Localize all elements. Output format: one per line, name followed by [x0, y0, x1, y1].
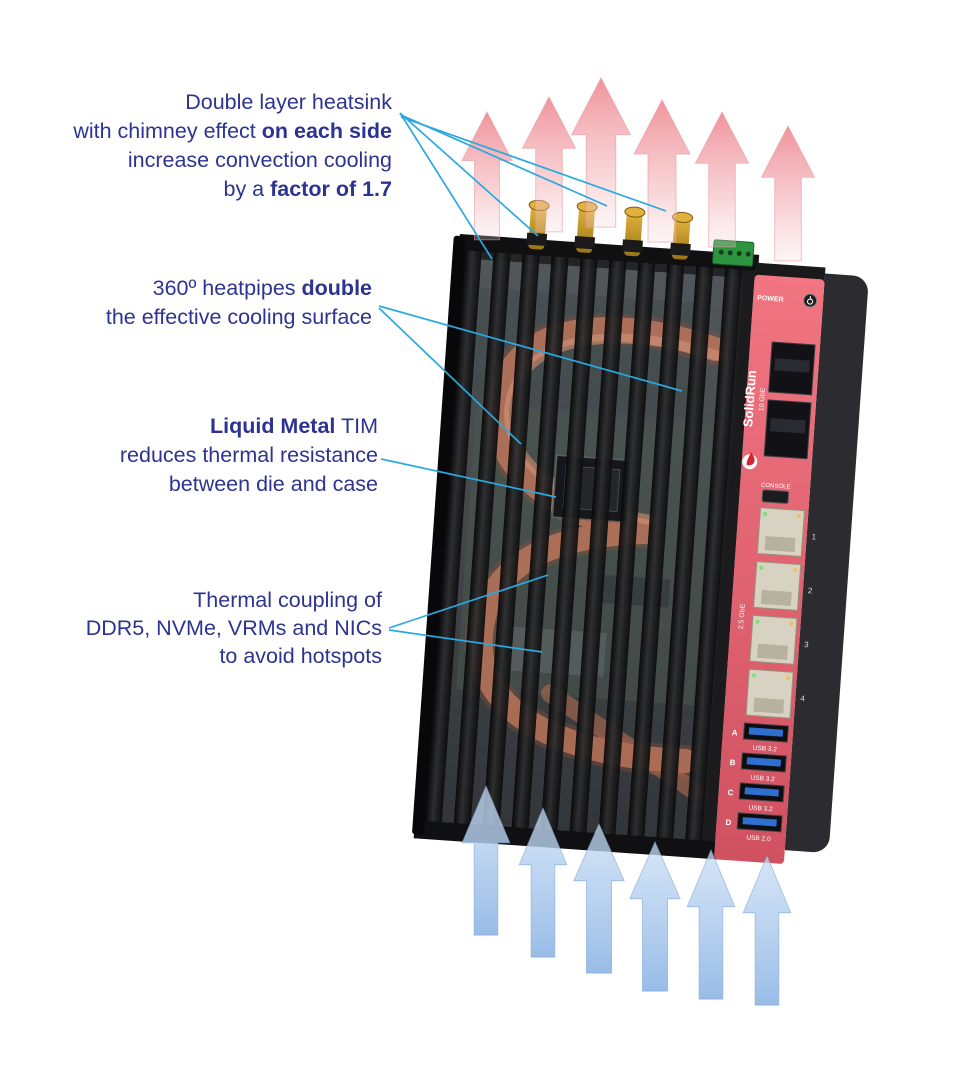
sfp-label: 10 GbE — [758, 387, 767, 411]
rj45-port — [749, 614, 798, 665]
annotation-line: to avoid hotspots — [86, 642, 382, 670]
hot-air-arrow-icon — [760, 125, 816, 262]
hot-air-arrow-icon — [521, 96, 577, 233]
annotation-text: by a — [223, 177, 271, 201]
annotation-text: Double layer heatsink — [185, 90, 392, 114]
annotation-text: increase convection cooling — [127, 148, 392, 172]
rj45-port — [753, 560, 802, 611]
rj45-port — [745, 668, 794, 719]
rj45-port — [756, 507, 806, 558]
port-number: 2 — [808, 586, 814, 595]
leader-line — [400, 114, 608, 207]
port-number: 3 — [804, 640, 810, 649]
usb-port-letter: B — [729, 758, 736, 767]
annotation-text: DDR5, NVMe, VRMs and NICs — [85, 616, 382, 640]
usb-port-label: USB 3.2 — [748, 804, 773, 813]
leader-line — [399, 112, 493, 260]
annotation-heatpipes: 360º heatpipes double the effective cool… — [106, 274, 372, 332]
usb-port-label: USB 3.2 — [750, 775, 775, 784]
annotation-text-bold: double — [301, 276, 372, 300]
usb-port-letter: A — [731, 728, 738, 737]
annotation-line: 360º heatpipes double — [106, 274, 372, 303]
annotation-line: increase convection cooling — [73, 146, 392, 175]
annotation-line: Thermal coupling of — [86, 586, 382, 614]
leader-line — [388, 629, 543, 653]
left-rim — [412, 235, 466, 835]
annotation-liquid-metal: Liquid Metal TIM reduces thermal resista… — [120, 412, 378, 499]
annotation-thermal-coupling: Thermal coupling of DDR5, NVMe, VRMs and… — [86, 586, 382, 670]
leader-line — [380, 458, 557, 498]
usb-port-letter: D — [725, 818, 732, 827]
io-panel: POWER SolidRun 10 GbE — [714, 262, 826, 864]
annotation-text: Thermal coupling of — [193, 588, 382, 612]
annotation-line: Liquid Metal TIM — [120, 412, 378, 441]
usb-port — [740, 752, 787, 773]
leader-line — [400, 116, 667, 212]
leader-lines — [378, 112, 683, 653]
sfp-cage — [763, 399, 812, 460]
annotation-text: between die and case — [168, 472, 378, 496]
port-number: 1 — [811, 532, 817, 541]
leader-line — [399, 112, 539, 237]
annotation-text: 360º heatpipes — [152, 276, 302, 300]
annotation-line: Double layer heatsink — [73, 88, 392, 117]
annotation-text: the effective cooling surface — [105, 305, 372, 329]
annotation-heatsink: Double layer heatsink with chimney effec… — [73, 88, 392, 204]
power-button-icon — [803, 293, 818, 308]
sfp-cage — [768, 341, 816, 396]
annotation-text: TIM — [335, 414, 378, 438]
sma-antenna-icon — [622, 206, 646, 257]
enclosure-back-edge — [784, 273, 868, 853]
annotation-text: to avoid hotspots — [219, 644, 382, 668]
annotation-line: DDR5, NVMe, VRMs and NICs — [86, 614, 382, 642]
annotation-line: with chimney effect on each side — [73, 117, 392, 146]
ethernet-label: 2.5 GbE — [738, 603, 747, 629]
cool-air-arrow-icon — [686, 849, 736, 1000]
usb-port-label: USB 3.2 — [752, 745, 777, 754]
usb-port-label: USB 2.0 — [746, 834, 771, 843]
usb-port — [742, 722, 789, 743]
leader-line — [378, 305, 683, 392]
power-label: POWER — [757, 295, 784, 304]
annotation-line: reduces thermal resistance — [120, 441, 378, 470]
annotation-line: the effective cooling surface — [106, 303, 372, 332]
cool-air-arrow-icon — [629, 841, 681, 992]
usb-port-letter: C — [727, 788, 734, 797]
annotation-text-bold: factor of 1.7 — [270, 177, 392, 201]
device-body: POWER SolidRun 10 GbE — [412, 199, 868, 864]
sma-antenna-icon — [669, 211, 694, 260]
annotation-text-bold: Liquid Metal — [209, 414, 336, 438]
leader-line — [378, 307, 522, 445]
usb-port — [738, 782, 785, 803]
console-port — [761, 489, 790, 504]
leader-line — [388, 574, 549, 629]
solidrun-logo-icon — [742, 451, 758, 470]
annotation-text: with chimney effect — [73, 119, 262, 143]
port-number: 4 — [800, 694, 806, 703]
annotation-text: reduces thermal resistance — [119, 443, 378, 467]
cool-air-arrow-icon — [742, 855, 792, 1006]
annotation-text-bold: on each side — [261, 119, 392, 143]
heatsink-fins — [423, 242, 756, 858]
annotation-line: between die and case — [120, 470, 378, 499]
hot-air-arrow-icon — [694, 111, 750, 248]
usb-port — [736, 812, 783, 833]
annotation-line: by a factor of 1.7 — [73, 175, 393, 204]
brand-label: SolidRun — [740, 370, 759, 428]
console-label: CONSOLE — [761, 483, 791, 491]
